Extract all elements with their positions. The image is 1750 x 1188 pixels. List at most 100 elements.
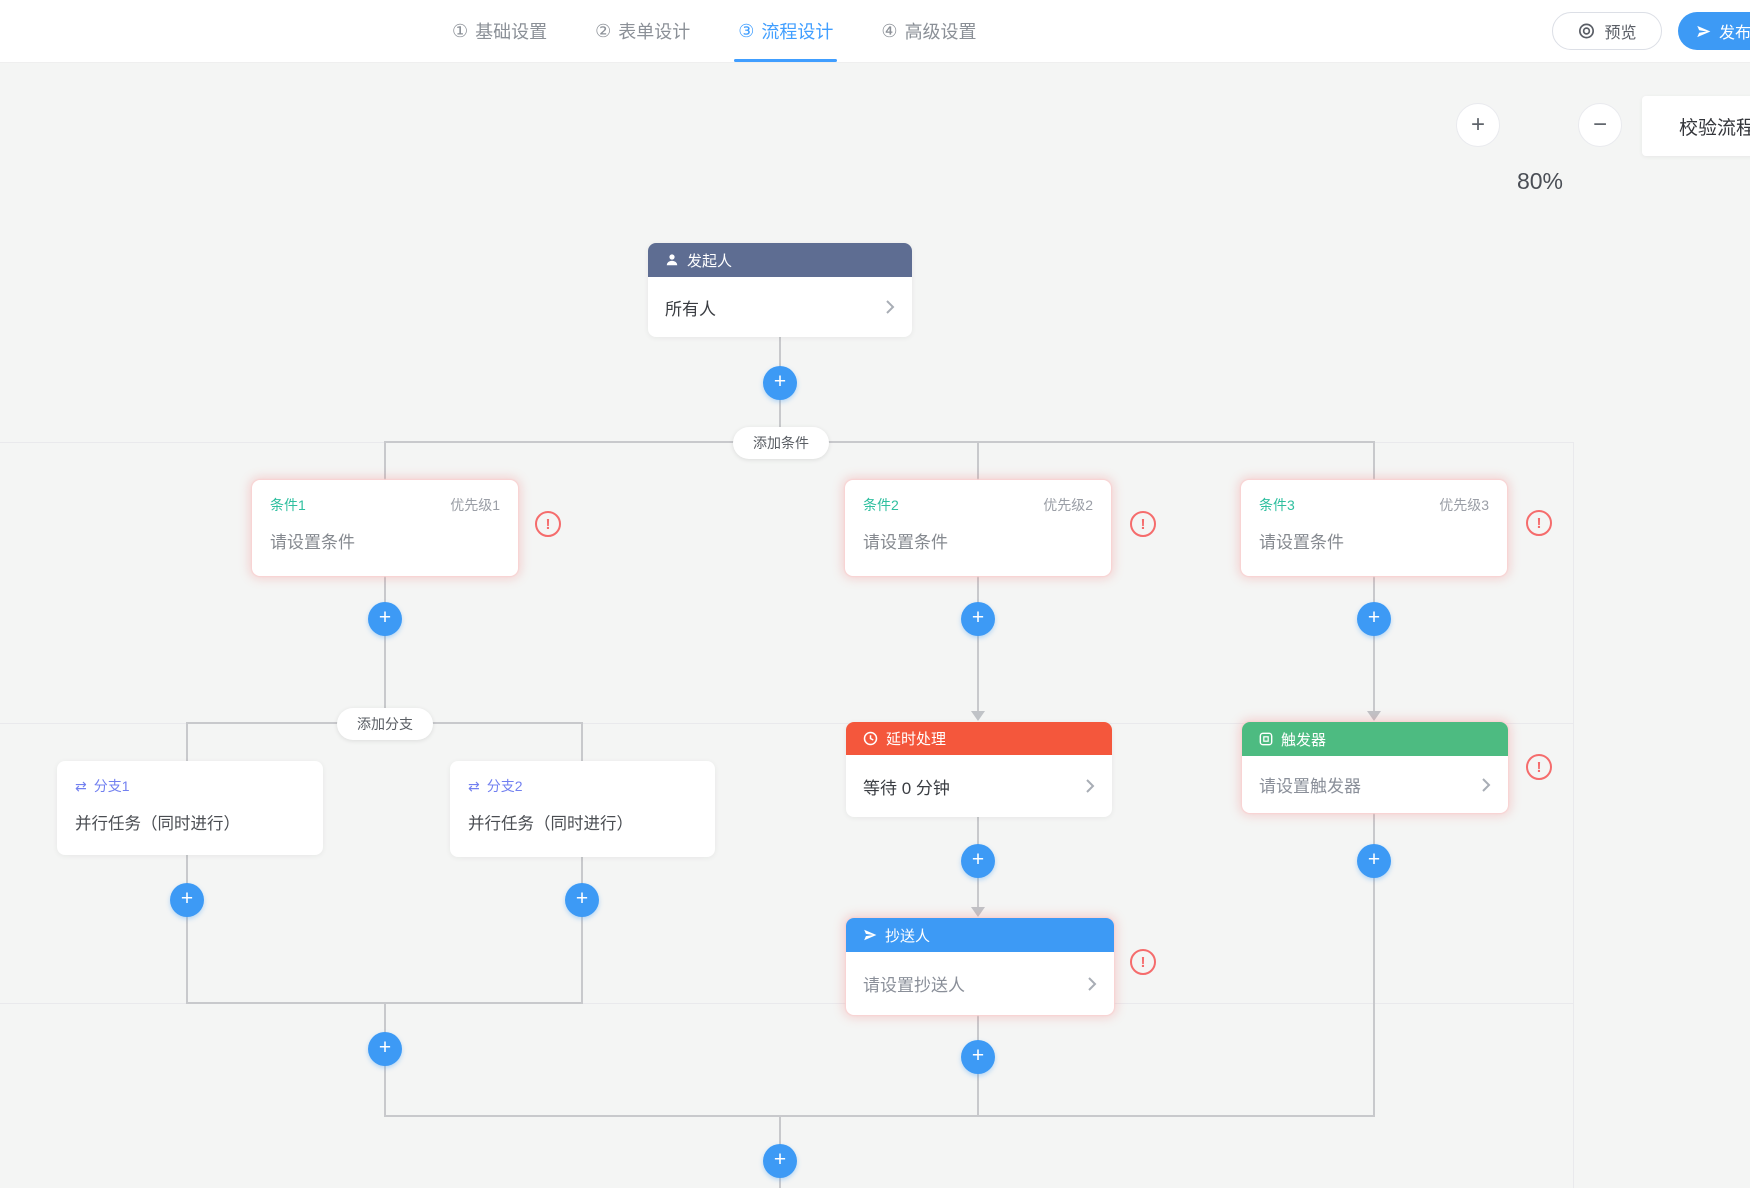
trigger-node-title: 触发器 <box>1281 731 1327 749</box>
step-tabs: ① 基础设置 ② 表单设计 ③ 流程设计 ④ 高级设置 <box>452 0 977 62</box>
trigger-node-header: 触发器 <box>1242 722 1508 756</box>
condition-value: 请设置条件 <box>1259 533 1344 552</box>
step-label: 流程设计 <box>761 22 834 42</box>
cc-node-value: 请设置抄送人 <box>863 976 965 995</box>
connector-line <box>1373 441 1375 480</box>
publish-label: 发布 <box>1719 25 1750 42</box>
cc-node[interactable]: 抄送人 请设置抄送人 <box>846 918 1114 1015</box>
arrow-down-icon <box>1367 711 1381 721</box>
condition-node-2[interactable]: 条件2 优先级2 请设置条件 <box>845 480 1111 576</box>
connector-line <box>1373 813 1375 1116</box>
trigger-node[interactable]: 触发器 请设置触发器 <box>1242 722 1508 813</box>
add-branch-button[interactable]: 添加分支 <box>337 708 433 740</box>
condition-name: 条件1 <box>270 497 306 513</box>
connector-line <box>1373 576 1375 713</box>
connector-line <box>384 441 1375 443</box>
step-label: 高级设置 <box>904 22 977 42</box>
tab-process-design[interactable]: ③ 流程设计 <box>734 0 838 62</box>
branch-node-1[interactable]: ⇄ 分支1 并行任务（同时进行） <box>57 761 323 855</box>
tab-basic-settings[interactable]: ① 基础设置 <box>452 0 547 62</box>
cc-node-title: 抄送人 <box>885 927 931 945</box>
branch-name: 分支2 <box>486 778 523 794</box>
tab-advanced-settings[interactable]: ④ 高级设置 <box>881 0 976 62</box>
condition-priority: 优先级2 <box>1043 497 1093 513</box>
add-node-button[interactable]: + <box>961 602 995 636</box>
preview-label: 预览 <box>1604 25 1637 42</box>
preview-button[interactable]: 预览 <box>1552 12 1662 50</box>
warning-icon: ! <box>1130 949 1156 975</box>
eye-icon <box>1579 23 1595 39</box>
condition-node-3[interactable]: 条件3 优先级3 请设置条件 <box>1241 480 1507 576</box>
grid-line <box>0 1003 1573 1004</box>
zoom-level: 80% <box>1516 168 1564 194</box>
add-node-button[interactable]: + <box>368 602 402 636</box>
branch-desc: 并行任务（同时进行） <box>468 815 633 833</box>
add-node-button[interactable]: + <box>763 1144 797 1178</box>
step-number: ② <box>595 20 612 41</box>
flow-canvas[interactable]: + 80% − 校验流程 <box>0 62 1750 1188</box>
warning-icon: ! <box>1526 510 1552 536</box>
condition-value: 请设置条件 <box>270 533 355 552</box>
condition-name: 条件2 <box>863 497 899 513</box>
delay-node-value: 等待 0 分钟 <box>863 778 950 798</box>
add-condition-button[interactable]: 添加条件 <box>733 427 829 459</box>
start-node-header: 发起人 <box>648 243 912 277</box>
condition-node-1[interactable]: 条件1 优先级1 请设置条件 <box>252 480 518 576</box>
step-number: ① <box>452 20 469 41</box>
chevron-right-icon <box>1088 976 1097 991</box>
start-node[interactable]: 发起人 所有人 <box>648 243 912 337</box>
plus-icon: + <box>1470 111 1485 138</box>
connector-line <box>384 1115 1375 1117</box>
add-node-button[interactable]: + <box>961 1040 995 1074</box>
add-node-button[interactable]: + <box>368 1032 402 1066</box>
delay-node-title: 延时处理 <box>886 731 947 748</box>
arrow-down-icon <box>971 907 985 917</box>
publish-button[interactable]: 发布 <box>1678 12 1750 50</box>
add-node-button[interactable]: + <box>170 883 204 917</box>
top-bar: ① 基础设置 ② 表单设计 ③ 流程设计 ④ 高级设置 预览 <box>0 0 1750 63</box>
chevron-right-icon <box>1482 777 1491 792</box>
step-number: ④ <box>881 20 898 41</box>
clock-icon <box>863 731 878 746</box>
step-label: 表单设计 <box>618 22 691 42</box>
branch-node-2[interactable]: ⇄ 分支2 并行任务（同时进行） <box>450 761 715 857</box>
add-node-button[interactable]: + <box>763 366 797 400</box>
warning-icon: ! <box>1526 754 1552 780</box>
connector-line <box>186 722 188 761</box>
person-icon <box>666 254 678 266</box>
grid-line <box>0 723 1573 724</box>
parallel-icon: ⇄ <box>75 777 87 794</box>
step-label: 基础设置 <box>475 22 548 42</box>
step-number: ③ <box>738 20 755 41</box>
add-node-button[interactable]: + <box>1357 844 1391 878</box>
connector-line <box>581 722 583 761</box>
parallel-icon: ⇄ <box>468 777 480 794</box>
chevron-right-icon <box>1086 779 1095 793</box>
connector-line <box>384 576 386 708</box>
paper-plane-icon <box>864 929 877 941</box>
start-node-title: 发起人 <box>687 252 733 270</box>
condition-priority: 优先级1 <box>450 497 500 513</box>
delay-node-header: 延时处理 <box>846 722 1112 755</box>
add-node-button[interactable]: + <box>961 844 995 878</box>
add-node-button[interactable]: + <box>1357 602 1391 636</box>
zoom-out-button[interactable]: − <box>1578 103 1622 147</box>
branch-desc: 并行任务（同时进行） <box>75 815 240 833</box>
validate-flow-button[interactable]: 校验流程 <box>1642 96 1750 156</box>
connector-line <box>384 441 386 480</box>
delay-node[interactable]: 延时处理 等待 0 分钟 <box>846 722 1112 817</box>
branch-name: 分支1 <box>93 778 130 794</box>
minus-icon: − <box>1592 111 1607 138</box>
cc-node-header: 抄送人 <box>846 918 1114 952</box>
zoom-in-button[interactable]: + <box>1456 103 1500 147</box>
add-node-button[interactable]: + <box>565 883 599 917</box>
start-node-value: 所有人 <box>665 299 716 319</box>
trigger-node-value: 请设置触发器 <box>1259 777 1361 796</box>
chevron-right-icon <box>886 300 895 314</box>
arrow-down-icon <box>971 711 985 721</box>
tab-form-design[interactable]: ② 表单设计 <box>595 0 690 62</box>
condition-value: 请设置条件 <box>863 533 948 552</box>
connector-line <box>186 855 188 1003</box>
warning-icon: ! <box>1130 511 1156 537</box>
